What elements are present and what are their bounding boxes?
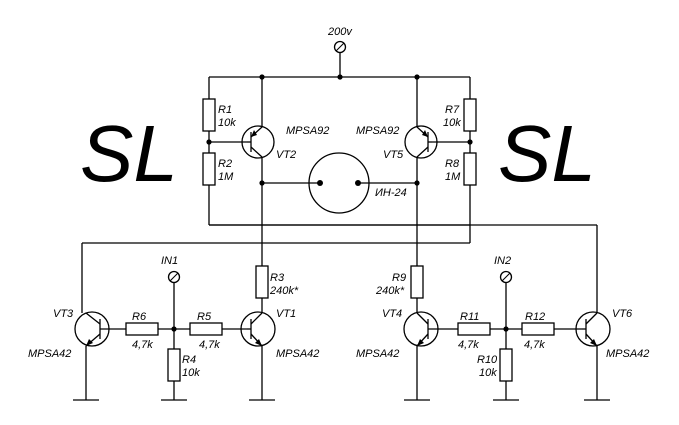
r3-value: 240k* (269, 285, 299, 297)
r4-ref: R4 (182, 354, 196, 366)
r7-ref: R7 (445, 104, 460, 116)
r1-value: 10k (218, 117, 236, 129)
r12-ref: R12 (525, 311, 545, 323)
r8-value: 1M (445, 171, 461, 183)
lamp-label: ИН-24 (375, 187, 407, 199)
vt5-ref: VT5 (383, 149, 404, 161)
cross-wiring (81, 224, 598, 313)
logo-right: SL (498, 109, 596, 198)
supply-label: 200v (327, 26, 353, 38)
r9-ref: R9 (392, 272, 406, 284)
vt2-ref: VT2 (276, 149, 296, 161)
in1-node-wiring (158, 283, 247, 400)
r6-value: 4,7k (132, 339, 153, 351)
resistor-r12 (521, 322, 555, 336)
r5-value: 4,7k (199, 339, 220, 351)
r7-value: 10k (443, 117, 461, 129)
transistor-vt1 (240, 311, 276, 400)
r4-value: 10k (182, 367, 200, 379)
r5-ref: R5 (197, 311, 212, 323)
in2-terminal (499, 270, 513, 284)
vt2-type: MPSA92 (286, 125, 329, 137)
vt1-type: MPSA42 (276, 348, 319, 360)
r2-value: 1M (218, 171, 234, 183)
r10-ref: R10 (477, 354, 498, 366)
nixie-lamp (308, 152, 370, 214)
vt4-type: MPSA42 (356, 348, 399, 360)
resistor-r4 (167, 348, 181, 382)
r6-ref: R6 (132, 311, 147, 323)
resistor-r10 (499, 348, 513, 382)
r11-value: 4,7k (458, 339, 479, 351)
vt6-ref: VT6 (612, 308, 633, 320)
transistor-vt6 (575, 311, 611, 400)
vt3-ref: VT3 (53, 308, 74, 320)
logo-left: SL (80, 109, 178, 198)
r8-ref: R8 (445, 158, 460, 170)
vt1-ref: VT1 (276, 308, 296, 320)
resistor-r2 (202, 152, 216, 186)
r10-value: 10k (479, 367, 497, 379)
transistor-vt2 (241, 125, 275, 159)
r11-ref: R11 (460, 311, 479, 323)
vt5-type: MPSA92 (356, 125, 399, 137)
resistor-r7 (463, 98, 477, 132)
in1-terminal (167, 270, 181, 284)
r9-value: 240k* (375, 285, 405, 297)
in2-node-wiring (490, 283, 582, 400)
resistor-r9 (410, 265, 424, 299)
resistor-r5 (189, 322, 223, 336)
in2-label: IN2 (494, 255, 511, 267)
left-upper-wiring (206, 77, 470, 266)
r12-value: 4,7k (524, 339, 545, 351)
vt6-type: MPSA42 (606, 348, 649, 360)
r3-ref: R3 (270, 272, 285, 284)
supply-terminal (333, 40, 347, 54)
resistor-r8 (463, 152, 477, 186)
in1-label: IN1 (161, 255, 178, 267)
vt3-type: MPSA42 (28, 348, 71, 360)
transistor-vt4 (403, 311, 458, 400)
transistor-vt5 (404, 125, 438, 159)
vt4-ref: VT4 (382, 308, 402, 320)
r2-ref: R2 (218, 158, 232, 170)
r1-ref: R1 (218, 104, 232, 116)
resistor-r3 (255, 265, 269, 299)
resistor-r11 (457, 322, 491, 336)
supply-rail (209, 53, 470, 80)
resistor-r1 (202, 98, 216, 132)
resistor-r6 (125, 322, 159, 336)
transistor-vt3 (74, 311, 126, 400)
